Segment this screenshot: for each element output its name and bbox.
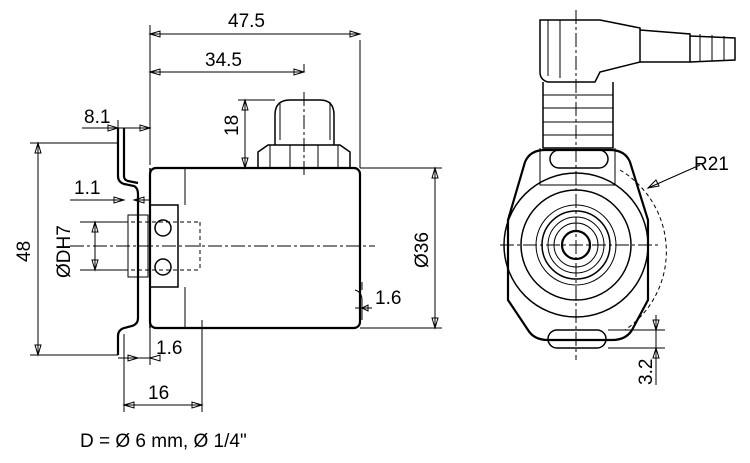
shaft-bore (124, 221, 201, 271)
front-connector-nut (542, 82, 614, 149)
side-dimensions: 47.5 34.5 8.1 18 1.1 ØDH7 48 Ø36 1.6 (14, 11, 442, 412)
top-slot (549, 149, 609, 169)
front-housing (506, 148, 650, 342)
diameter-note: D = Ø 6 mm, Ø 1/4" (80, 431, 247, 452)
dim-16: 16 (148, 383, 169, 404)
mounting-flange (116, 128, 140, 355)
screw-bottom (154, 258, 172, 276)
dim-3-2: 3.2 (636, 359, 657, 385)
front-view (500, 10, 736, 360)
encoder-body (148, 166, 362, 330)
r21-arc (619, 169, 667, 331)
dim-1-6-body: 1.6 (375, 288, 401, 309)
dim-8-1: 8.1 (84, 107, 110, 128)
dim-1-6-flange: 1.6 (156, 338, 182, 359)
screw-top (154, 219, 172, 237)
dim-34-5: 34.5 (205, 50, 242, 71)
dim-48: 48 (14, 241, 35, 262)
dim-18: 18 (222, 115, 243, 136)
angled-connector (539, 19, 641, 83)
dim-1-1: 1.1 (74, 178, 100, 199)
dim-r21: R21 (694, 154, 729, 175)
front-dimensions: R21 3.2 (608, 154, 729, 385)
dim-shaft-diameter: ØDH7 (54, 225, 75, 278)
cable-gland (639, 29, 691, 63)
connector-plug (274, 99, 335, 145)
bottom-slot (547, 329, 607, 349)
dim-47-5: 47.5 (228, 11, 265, 32)
dim-body-diameter: Ø36 (412, 232, 433, 268)
connector-nut (257, 144, 351, 169)
